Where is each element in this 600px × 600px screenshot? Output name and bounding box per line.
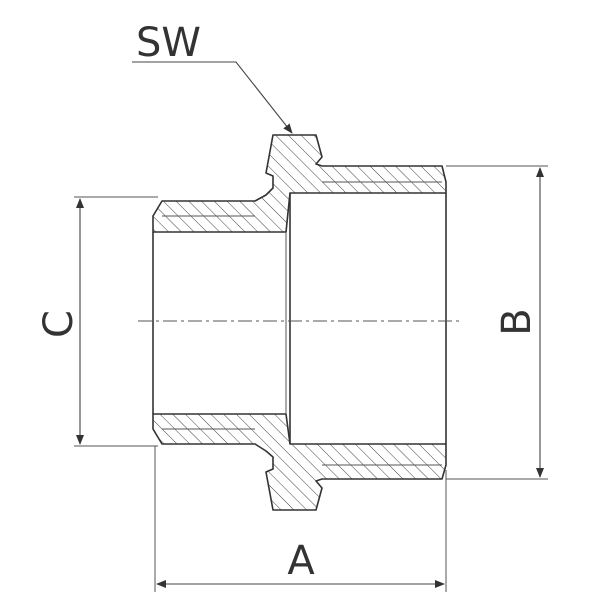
sw-leader-line — [132, 61, 293, 134]
a-label: A — [287, 538, 315, 584]
c-label: C — [36, 310, 82, 338]
b-label: B — [494, 308, 540, 335]
sw-label: SW — [136, 20, 201, 66]
lower-wall-section — [152, 413, 447, 511]
upper-wall-section — [152, 134, 447, 233]
